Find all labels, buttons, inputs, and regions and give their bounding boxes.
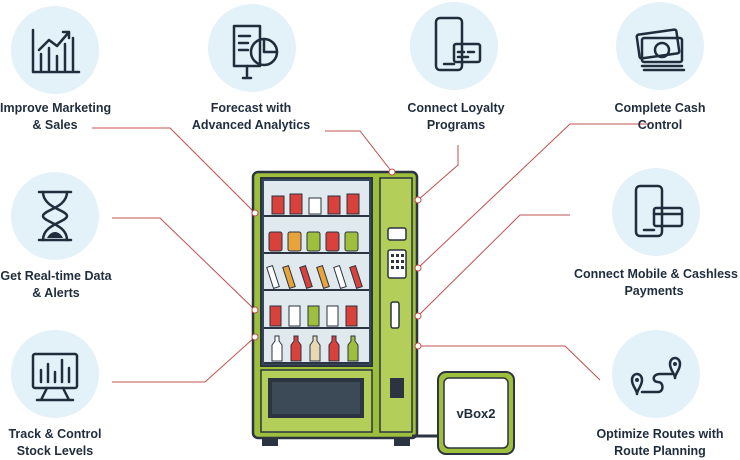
hourglass-icon: [11, 172, 99, 260]
vbox-label: vBox2: [456, 406, 495, 421]
feature-title-line1: Connect Mobile & Cashless: [574, 267, 738, 281]
feature-title-line2: & Alerts: [32, 286, 80, 300]
stock-tablet-icon: [11, 330, 99, 418]
phone-card-icon: [410, 2, 498, 90]
bar-chart-icon: [11, 6, 99, 94]
feature-title-line2: & Sales: [32, 118, 78, 132]
feature-title-line2: Programs: [426, 118, 486, 132]
feature-title-line1: Connect Loyalty: [407, 101, 505, 115]
feature-title-line2: Payments: [624, 284, 684, 298]
feature-title-line2: Control: [637, 118, 683, 132]
euro-banknotes-icon: [616, 2, 704, 90]
feature-title-line1: Improve Marketing: [0, 101, 112, 115]
feature-title-line2: Stock Levels: [16, 444, 94, 458]
feature-title-line1: Complete Cash: [614, 101, 706, 115]
feature-title-line2: Route Planning: [614, 444, 706, 458]
feature-title-line1: Optimize Routes with: [596, 427, 724, 441]
feature-title-line1: Get Real-time Data: [0, 269, 112, 283]
phone-credit-card-icon: [612, 168, 700, 256]
feature-title-line1: Track & Control: [8, 427, 102, 441]
route-map-pin-icon: [612, 330, 700, 418]
analytics-report-icon: [208, 4, 296, 92]
feature-title-line2: Advanced Analytics: [191, 118, 311, 132]
feature-title-line1: Forecast with: [210, 101, 292, 115]
